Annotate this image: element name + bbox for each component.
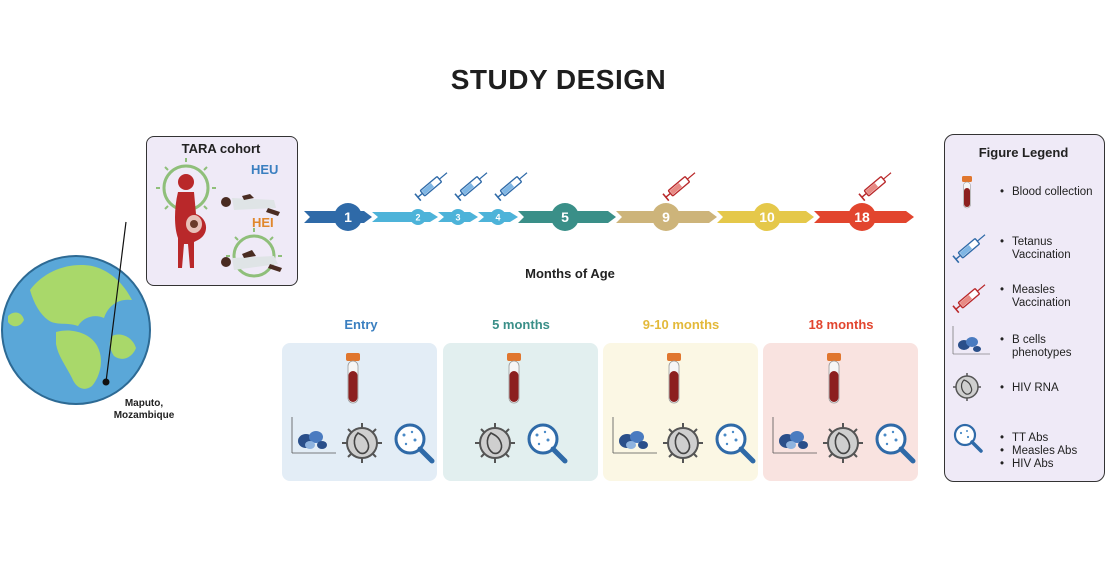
flow-cytometry-icon (612, 416, 658, 454)
blood-tube-icon (826, 352, 842, 404)
page-title: STUDY DESIGN (450, 64, 667, 95)
magnifier-icon (396, 425, 432, 461)
hiv-virus-icon (341, 422, 383, 464)
location-country: Mozambique (113, 410, 175, 421)
tetanus-syringe-icon (454, 168, 491, 202)
cohort-illustration (156, 158, 282, 278)
figure-legend (944, 134, 1105, 482)
hiv-virus-icon (952, 372, 982, 402)
timeline-node (410, 209, 426, 225)
legend-item-antibodies: •TT Abs •Measles Abs •HIV Abs (1000, 432, 1078, 470)
timeline-segment (372, 212, 438, 222)
legend-item-b-cells: •B cells phenotypes (1000, 334, 1072, 359)
timeline-node-label: 1 (344, 209, 352, 225)
legend-item-hiv-rna: •HIV RNA (1000, 382, 1059, 394)
stage-panel-entry (282, 343, 437, 481)
legend-item-blood-collection: •Blood collection (1000, 186, 1093, 198)
timeline-node (753, 203, 781, 231)
heu-label: HEU (251, 162, 279, 177)
measles-syringe-icon (662, 168, 699, 202)
stage-panel-9-10-months (603, 343, 758, 481)
timeline-node (334, 203, 362, 231)
stage-panel-5-months (443, 343, 598, 481)
timeline-node-label: 2 (415, 213, 420, 223)
timeline: 1 2 3 4 5 9 10 18 (304, 168, 914, 231)
timeline-node (551, 203, 579, 231)
timeline-node (450, 209, 466, 225)
timeline-node-label: 10 (759, 209, 775, 225)
timeline-node-label: 9 (662, 209, 670, 225)
timeline-node-label: 18 (854, 209, 870, 225)
measles-syringe-icon (952, 280, 989, 314)
timeline-node-label: 4 (495, 213, 500, 223)
tetanus-syringe-icon (952, 230, 989, 264)
measles-syringe-icon (858, 168, 895, 202)
globe-icon (1, 255, 151, 405)
location-pointer (102, 221, 127, 386)
timeline-node-label: 5 (561, 209, 569, 225)
stage-title-entry: Entry (344, 317, 378, 332)
heu-infant-icon (221, 194, 280, 216)
magnifier-icon (529, 425, 565, 461)
stage-title-9-10-months: 9-10 months (642, 317, 720, 332)
flow-cytometry-icon (291, 416, 337, 454)
blood-tube-icon (961, 175, 973, 209)
timeline-node-label: 3 (455, 213, 460, 223)
flow-cytometry-icon (772, 416, 818, 454)
stage-title-18-months: 18 months (808, 317, 874, 332)
magnifier-icon (953, 423, 983, 453)
legend-icons (952, 175, 991, 453)
flow-cytometry-icon (952, 325, 991, 355)
hiv-virus-icon (662, 422, 704, 464)
timeline-node (848, 203, 876, 231)
timeline-node (652, 203, 680, 231)
blood-tube-icon (506, 352, 522, 404)
tetanus-syringe-icon (494, 168, 531, 202)
tetanus-syringe-icon (414, 168, 451, 202)
blood-tube-icon (666, 352, 682, 404)
hiv-virus-icon (822, 422, 864, 464)
months-of-age-label: Months of Age (525, 266, 615, 281)
timeline-node (490, 209, 506, 225)
location-label: Maputo, Mozambique (104, 398, 184, 422)
hiv-virus-icon (474, 422, 516, 464)
magnifier-icon (717, 425, 753, 461)
legend-item-tetanus: •Tetanus Vaccination (1000, 236, 1071, 261)
legend-item-measles: •Measles Vaccination (1000, 284, 1071, 309)
magnifier-icon (877, 425, 913, 461)
stage-panel-18-months (763, 343, 918, 481)
blood-tube-icon (345, 352, 361, 404)
location-city: Maputo, (124, 398, 164, 409)
hei-label: HEI (252, 215, 274, 230)
hei-infant-icon (221, 250, 282, 272)
stage-title-5-months: 5 months (492, 317, 550, 332)
pregnant-mother-icon (175, 174, 207, 268)
cohort-title: TARA cohort (181, 141, 261, 156)
legend-title: Figure Legend (978, 145, 1069, 160)
